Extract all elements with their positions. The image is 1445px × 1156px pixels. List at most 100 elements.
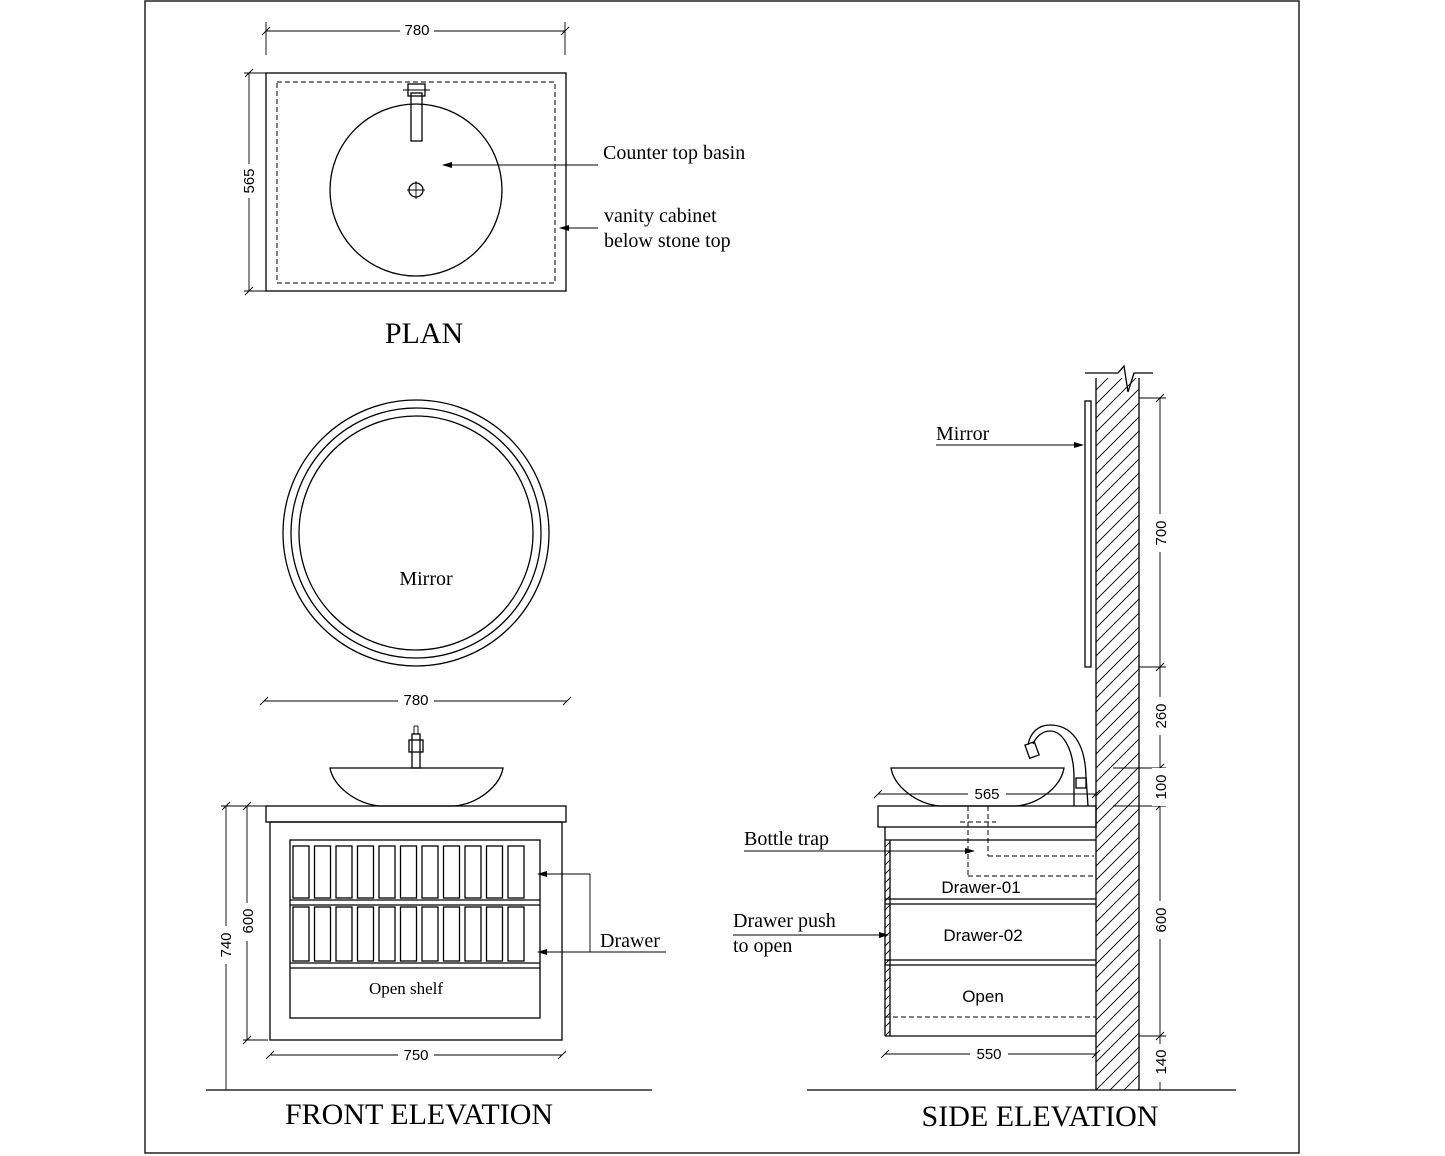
plan-label-cabinet-2: below stone top	[604, 230, 731, 252]
wall-hatch-line	[1096, 556, 1139, 601]
plan-view: 780 565 Counter top basin vanity cabinet…	[240, 20, 745, 350]
plan-label-cabinet-1: vanity cabinet	[604, 205, 717, 227]
drawer-slat	[399, 906, 418, 962]
edge-hatch-line	[884, 904, 891, 911]
drawer-slat	[356, 906, 375, 962]
edge-hatch-line	[884, 985, 891, 992]
drawer-slat	[464, 906, 482, 962]
wall-hatch-line	[1096, 668, 1139, 713]
side-dim-gap: 260	[1153, 703, 1170, 728]
drawer-slat	[292, 906, 310, 962]
edge-hatch-line	[884, 886, 891, 893]
plan-label-basin: Counter top basin	[603, 142, 745, 164]
drawer-slat	[335, 845, 353, 899]
wall-hatch-line	[1096, 1032, 1139, 1077]
drawer-slat	[313, 906, 332, 962]
wall-hatch-line	[1096, 752, 1139, 797]
wall-hatch-line	[1096, 458, 1139, 503]
wall-hatch-line	[1096, 780, 1139, 825]
front-dim-overall-height: 740	[218, 932, 235, 957]
drawer-slat	[442, 845, 461, 899]
wall-hatch-line	[1096, 808, 1139, 853]
drawer-slats	[292, 845, 525, 962]
wall-hatch-line	[1096, 598, 1139, 643]
bottle-trap	[960, 806, 1094, 877]
edge-hatch-line	[884, 967, 891, 974]
drawer-slat	[292, 845, 310, 899]
mirror-label: Mirror	[399, 568, 453, 590]
wall-hatch-line	[1096, 892, 1139, 937]
drawer-slat	[378, 906, 396, 962]
drawer-slat	[421, 906, 439, 962]
wall-hatch-line	[1096, 626, 1139, 671]
wall-hatch-line	[1096, 836, 1139, 881]
wall-hatch-line	[1096, 710, 1139, 755]
side-dim-floor: 140	[1153, 1049, 1170, 1074]
drawer-slat	[313, 845, 332, 899]
side-label-drawer-push-2: to open	[733, 935, 792, 957]
wall-hatch-line	[1096, 528, 1139, 573]
wall-hatch-line	[1096, 976, 1139, 1021]
wall-hatch-line	[1096, 486, 1139, 531]
wall-hatch-line	[1096, 878, 1139, 923]
edge-hatch-line	[884, 841, 891, 848]
side-elevation: Mirror 700 260 100 600 140	[733, 364, 1236, 1133]
edge-hatch-line	[884, 1021, 891, 1028]
side-label-drawer-push-1: Drawer push	[733, 910, 836, 932]
drawer-slat	[507, 906, 525, 962]
edge-hatch-line	[884, 976, 891, 983]
wall-hatch-line	[1096, 934, 1139, 979]
wall-hatch-line	[1096, 696, 1139, 741]
edge-hatch-line	[884, 913, 891, 920]
edge-hatch-line	[884, 877, 891, 884]
wall-hatch-line	[1096, 920, 1139, 965]
wall-hatch-line	[1096, 612, 1139, 657]
plan-dim-depth: 565	[241, 168, 258, 193]
drawer-slat	[507, 845, 525, 899]
wall-hatch-line	[1096, 962, 1139, 1007]
wall-hatch-line	[1096, 500, 1139, 545]
drawer-slat	[378, 845, 396, 899]
wall-hatch-line	[1096, 1018, 1139, 1063]
plan-title: PLAN	[385, 317, 463, 350]
wall-hatch-line	[1096, 542, 1139, 587]
drawer-front-edge	[884, 841, 891, 1037]
drawer-slat	[485, 845, 504, 899]
wall-hatch-line	[1096, 724, 1139, 769]
wall-hatch-line	[1096, 430, 1139, 475]
side-drawer-02: Drawer-02	[943, 926, 1022, 945]
wall-hatch-line	[1096, 640, 1139, 685]
side-dim-top: 100	[1153, 774, 1170, 799]
edge-hatch-line	[884, 1030, 891, 1037]
wall-hatch-line	[1096, 416, 1139, 461]
wall-hatch-line	[1096, 1046, 1139, 1090]
side-label-bottle-trap: Bottle trap	[744, 828, 829, 850]
wall-hatch-line	[1096, 378, 1137, 419]
wall-hatch-line	[1096, 514, 1139, 559]
edge-hatch-line	[884, 994, 891, 1001]
wall-hatch-line	[1096, 654, 1139, 699]
wall-hatch-line	[1096, 738, 1139, 783]
edge-hatch-line	[884, 868, 891, 875]
edge-hatch-line	[884, 850, 891, 857]
side-dim-depth-cabinet: 550	[976, 1046, 1001, 1063]
edge-hatch-line	[884, 895, 891, 902]
edge-hatch-line	[884, 859, 891, 866]
wall-hatch-line	[1096, 570, 1139, 615]
wall-section	[1085, 364, 1153, 1090]
wall-hatch-line	[1096, 990, 1139, 1035]
wall-hatch-line	[1096, 864, 1139, 909]
side-dim-cabinet: 600	[1153, 907, 1170, 932]
wall-hatch-line	[1096, 402, 1139, 447]
drawer-slat	[421, 845, 439, 899]
wall-hatch-line	[1096, 906, 1139, 951]
wall-hatch-line	[1096, 794, 1139, 839]
drawer-slat	[356, 845, 375, 899]
front-dim-cabinet-height: 600	[240, 908, 257, 933]
side-drawer-01: Drawer-01	[941, 878, 1020, 897]
drawer-slat	[399, 845, 418, 899]
front-dim-cabinet-width: 750	[403, 1047, 428, 1064]
edge-hatch-line	[884, 1003, 891, 1010]
wall-hatch-line	[1096, 444, 1139, 489]
